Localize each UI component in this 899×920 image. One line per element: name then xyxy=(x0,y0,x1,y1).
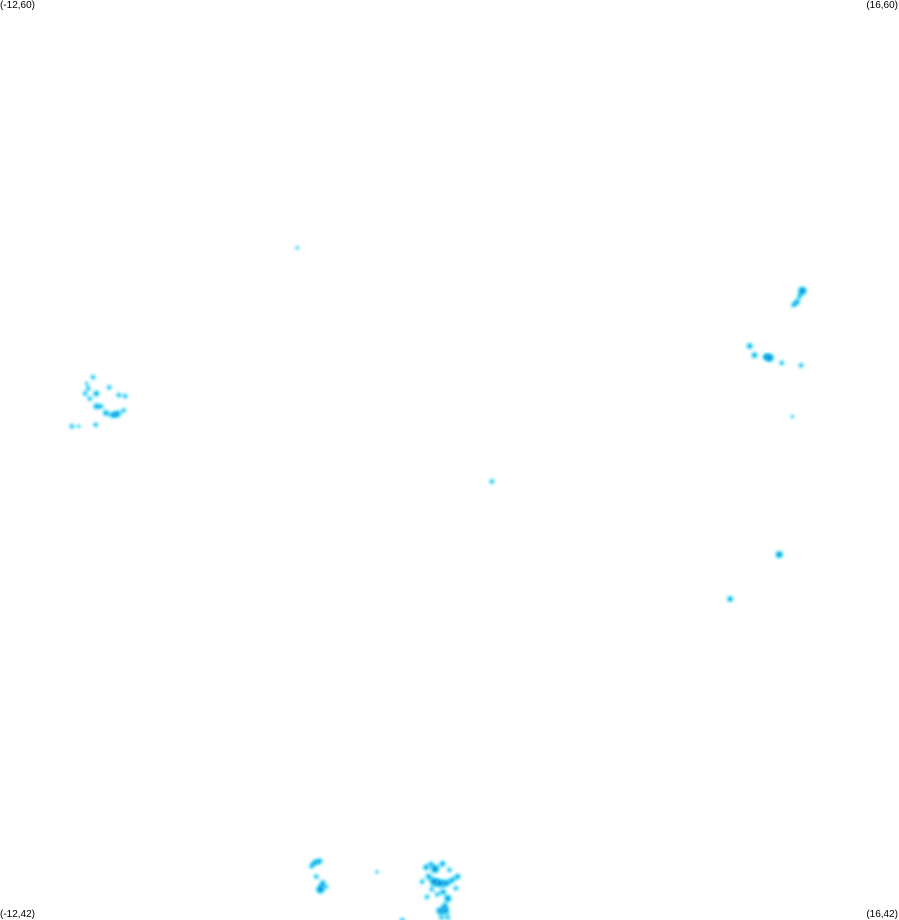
corner-label-top-left: (-12,60) xyxy=(0,0,36,11)
corner-label-bottom-left: (-12,42) xyxy=(0,909,36,920)
corner-label-bottom-right: (16,42) xyxy=(866,909,898,920)
corner-label-top-right: (16,60) xyxy=(866,0,898,11)
